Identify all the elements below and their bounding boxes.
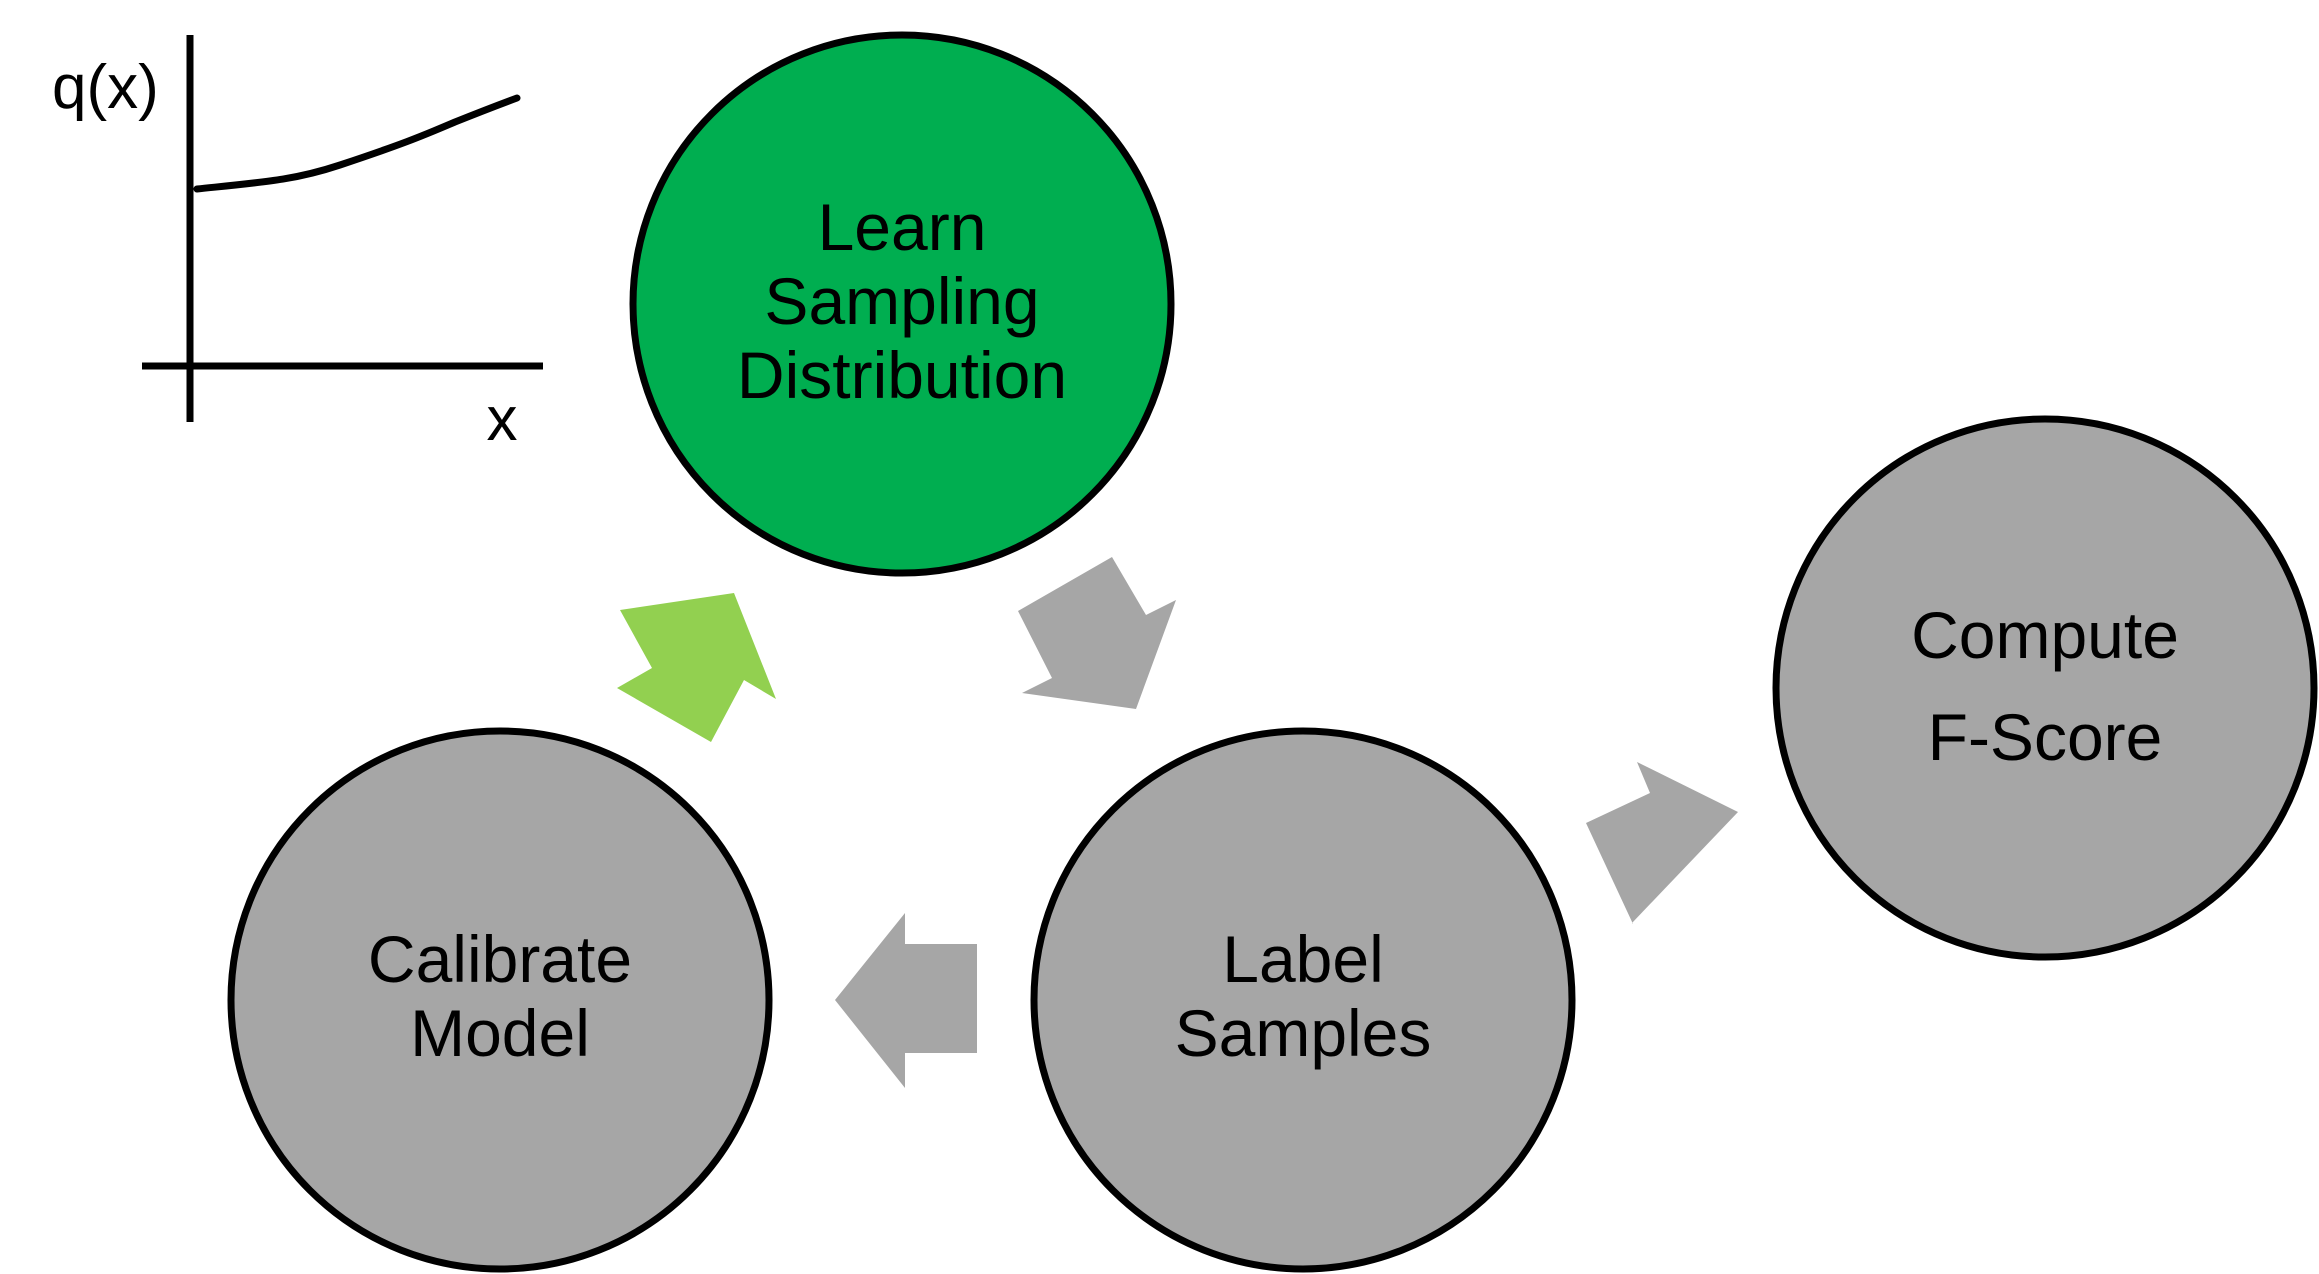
- label-samples-line2: Samples: [1175, 996, 1432, 1070]
- learn-node-line1: Learn: [818, 190, 987, 264]
- compute-line1: Compute: [1911, 598, 2179, 672]
- learn-node-circle: [629, 31, 1175, 577]
- node-calibrate-model: Calibrate Model: [227, 727, 773, 1273]
- calibrate-line2: Model: [410, 996, 590, 1070]
- compute-node-circle: [1772, 415, 2318, 961]
- inset-x-label: x: [487, 385, 518, 454]
- arrow-label-to-calibrate: [835, 913, 977, 1088]
- arrow-label-to-compute: [1586, 762, 1738, 924]
- label-samples-node-circle: [1030, 727, 1576, 1273]
- sampling-distribution-curve: [193, 94, 521, 193]
- learn-node-line3: Distribution: [737, 338, 1067, 412]
- arrow-calibrate-to-learn: [617, 593, 776, 742]
- node-learn-sampling-distribution: Learn Sampling Distribution: [629, 31, 1175, 577]
- inset-y-label: q(x): [52, 53, 159, 122]
- arrow-learn-to-label: [1018, 557, 1176, 709]
- node-compute-f-score: Compute F-Score: [1772, 415, 2318, 961]
- compute-line2: F-Score: [1928, 700, 2163, 774]
- learn-node-line2: Sampling: [764, 264, 1039, 338]
- calibrate-line1: Calibrate: [368, 922, 632, 996]
- node-label-samples: Label Samples: [1030, 727, 1576, 1273]
- label-samples-line1: Label: [1222, 922, 1384, 996]
- calibrate-node-circle: [227, 727, 773, 1273]
- inset-plot: q(x) x: [52, 35, 543, 454]
